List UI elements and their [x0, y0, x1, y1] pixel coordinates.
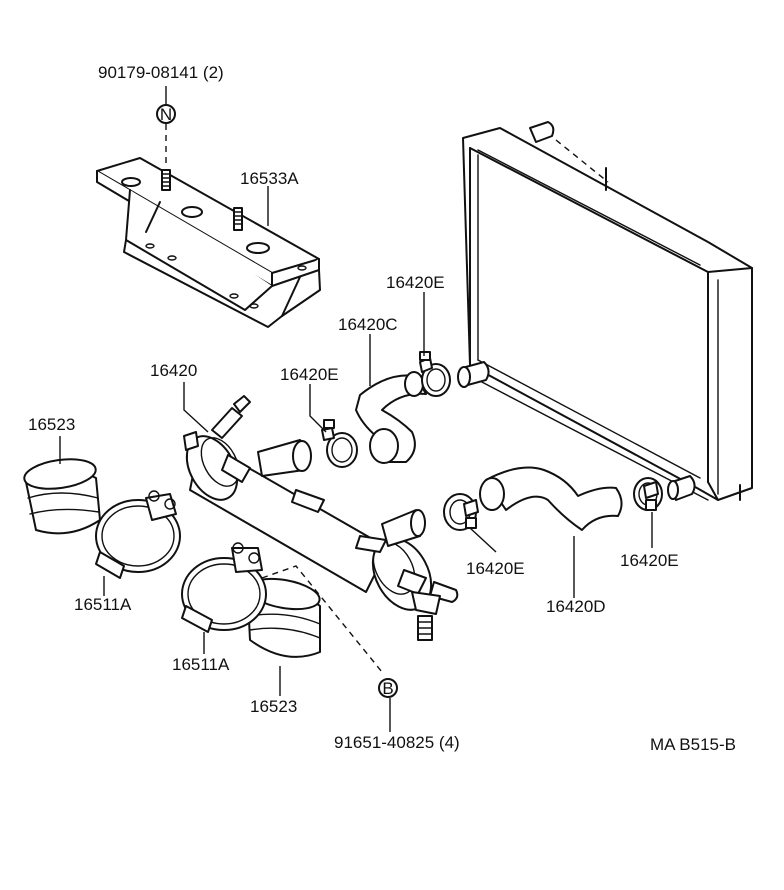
cushion-16523-top — [23, 458, 101, 535]
oil-cooler-16420 — [183, 395, 459, 641]
stud-bolts — [161, 169, 243, 231]
label-hose-e-left: 16420E — [280, 365, 339, 384]
nut-marker-circle — [156, 104, 176, 124]
bolt-marker-circle — [378, 678, 398, 698]
label-cooler: 16420 — [150, 361, 197, 380]
label-bracket: 16533A — [240, 169, 299, 188]
hose-16420c — [355, 371, 427, 464]
clamp-16420e-right — [633, 477, 663, 511]
label-cushion-top: 16523 — [28, 415, 75, 434]
band-16511a-bottom — [181, 542, 267, 633]
label-hose-e-top: 16420E — [386, 273, 445, 292]
nut-callout: N — [156, 86, 176, 168]
bolt-callout: B — [261, 565, 398, 732]
label-hose-e-mid: 16420E — [466, 559, 525, 578]
label-hose-d: 16420D — [546, 597, 606, 616]
label-bolt-top: 90179-08141 (2) — [98, 63, 224, 82]
clamp-16420e-left — [321, 419, 358, 468]
label-hose-e-right: 16420E — [620, 551, 679, 570]
label-bolt-bottom: 91651-40825 (4) — [334, 733, 460, 752]
nut-marker-letter: N — [160, 105, 172, 124]
bracket-16533a — [96, 157, 321, 328]
label-diagram-code: MA B515-B — [650, 735, 736, 754]
band-16511a-top — [95, 490, 181, 579]
label-band-bottom: 16511A — [172, 655, 230, 674]
label-cushion-bottom: 16523 — [250, 697, 297, 716]
label-hose-c: 16420C — [338, 315, 398, 334]
radiator — [457, 121, 753, 501]
leader-lines — [59, 186, 653, 696]
clamp-16420e-top — [419, 351, 451, 397]
bolt-marker-letter: B — [382, 679, 393, 698]
clamp-16420e-mid — [443, 493, 479, 531]
label-band-top: 16511A — [74, 595, 132, 614]
cushion-16523-bottom — [247, 577, 321, 658]
hose-16420d — [479, 466, 623, 531]
